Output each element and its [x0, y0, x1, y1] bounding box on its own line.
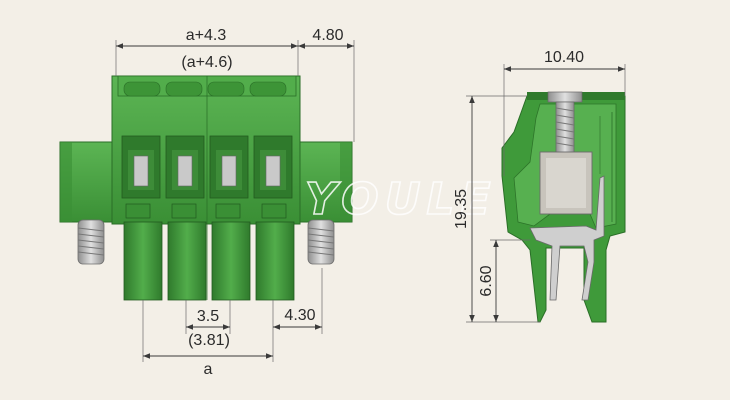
- dim-side-width: 10.40: [544, 49, 584, 66]
- right-screw: [307, 219, 335, 265]
- dim-front-width-alt: (a+4.6): [181, 54, 232, 71]
- terminal-screw: [547, 91, 583, 155]
- pin-legs: [123, 221, 295, 301]
- dim-front-width: a+4.3: [186, 27, 227, 44]
- dim-side-height: 19.35: [453, 189, 470, 229]
- front-view: [59, 75, 353, 301]
- dim-span: a: [204, 361, 213, 378]
- dim-pitch-alt: (3.81): [188, 332, 230, 349]
- spring-contact: [529, 175, 605, 301]
- left-screw: [77, 219, 105, 265]
- watermark-logo: YOULE: [305, 174, 497, 225]
- dim-pin-length: 6.60: [478, 265, 495, 296]
- dim-flange-offset: 4.80: [312, 27, 343, 44]
- dim-pitch: 3.5: [197, 308, 219, 325]
- side-dimensions: 10.40 19.35 6.60: [453, 49, 626, 323]
- wire-entries: [121, 135, 293, 199]
- dim-edge-offset: 4.30: [284, 307, 315, 324]
- front-dimensions: a+4.3 (a+4.6) 4.80 3.5 (3.81) 4.30 a: [115, 27, 355, 378]
- side-view: [501, 91, 626, 323]
